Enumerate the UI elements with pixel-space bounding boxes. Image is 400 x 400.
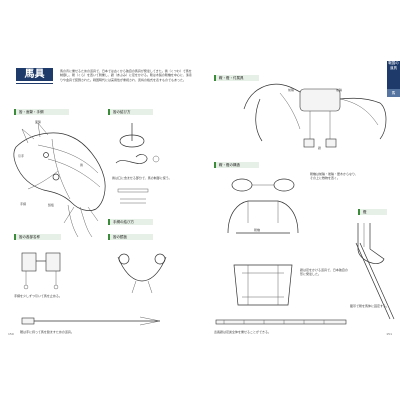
knot-diagram — [115, 123, 160, 204]
label-maewa: 前輪 — [288, 88, 295, 92]
page-number-right: 151 — [386, 332, 392, 336]
belt-illustration — [215, 319, 347, 325]
saddle-structure-illustration — [227, 178, 299, 234]
label-omogai: 面繋 — [35, 120, 42, 124]
section-hand-rein: 手綱の結び方 — [108, 219, 153, 225]
caption-rein-stop: 手綱を少しずつ引いて馬を止める。 — [14, 294, 62, 298]
intro-text: 馬の背に乗せるための道具で、日本では古くから独自の馬具が発達してきた。轡（くつわ… — [60, 69, 192, 82]
section-crossing: 轡の結び方 — [108, 109, 153, 115]
caption-bit: 轡は口に含ませる部分で、馬の制御に使う。 — [112, 176, 172, 180]
label-abumi: 鐙 — [318, 146, 322, 150]
girth-strap-illustration — [355, 242, 395, 320]
horse-saddle-illustration — [243, 83, 387, 148]
stirrup-illustration — [357, 223, 385, 264]
book-spread: 馬具 馬の背に乗せるための道具で、日本では古くから独自の馬具が発達してきた。轡（… — [0, 49, 400, 342]
label-hikite: 引手 — [18, 154, 25, 158]
section-stirrup: 鐙 — [358, 209, 387, 215]
caption-saddle: 鞍橋は前輪・後輪・居木からなり、その上に敷物を置く。 — [310, 172, 358, 180]
whip-illustration — [21, 316, 161, 326]
caption-stirrup: 鐙は足をかける道具で、日本独自の形に発達した。 — [300, 268, 348, 276]
bit-parts-illustration — [21, 252, 61, 290]
label-tazuna: 手綱 — [20, 202, 27, 206]
label-kagami: 鏡板 — [48, 203, 55, 207]
label-shizuwa: 後輪 — [336, 88, 343, 92]
saddle-underside-illustration — [233, 264, 293, 306]
kagami-illustration — [117, 253, 167, 294]
label-kurabone: 鞍橋 — [254, 228, 261, 232]
section-saddle: 鞍・鐙・付属具 — [214, 75, 259, 81]
right-page: 戦国の道具 馬 鞍・鐙・付属具 鞍・鐙の構造 鐙 鞍橋は前輪・後輪・居木からなり… — [200, 49, 400, 342]
caption-girth: 腹帯で鞍を馬体に固定する。 — [350, 304, 390, 308]
chapter-tab: 戦国の道具 — [387, 61, 400, 89]
title-rule — [16, 83, 53, 84]
chapter-sub-tab: 馬 — [387, 89, 400, 97]
caption-tongue: 舌長鐙は足裏全体を乗せることができる。 — [214, 330, 271, 334]
section-parts: 轡の各部名称 — [14, 234, 61, 240]
page-title: 馬具 — [16, 68, 53, 81]
section-head-gear: 轡・面繋・手綱 — [14, 109, 69, 115]
left-page: 馬具 馬の背に乗せるための道具で、日本では古くから独自の馬具が発達してきた。轡（… — [0, 49, 201, 342]
label-kutsuwa: 轡 — [80, 163, 84, 167]
chapter-tab-label: 戦国の道具 — [388, 61, 399, 70]
horse-head-illustration — [13, 122, 106, 238]
page-number-left: 150 — [8, 332, 14, 336]
section-saddle-parts: 鞍・鐙の構造 — [214, 162, 259, 168]
section-kagami: 轡の鏡板 — [108, 234, 153, 240]
caption-whip: 鞭は手に持って馬を励ますための道具。 — [20, 330, 74, 334]
